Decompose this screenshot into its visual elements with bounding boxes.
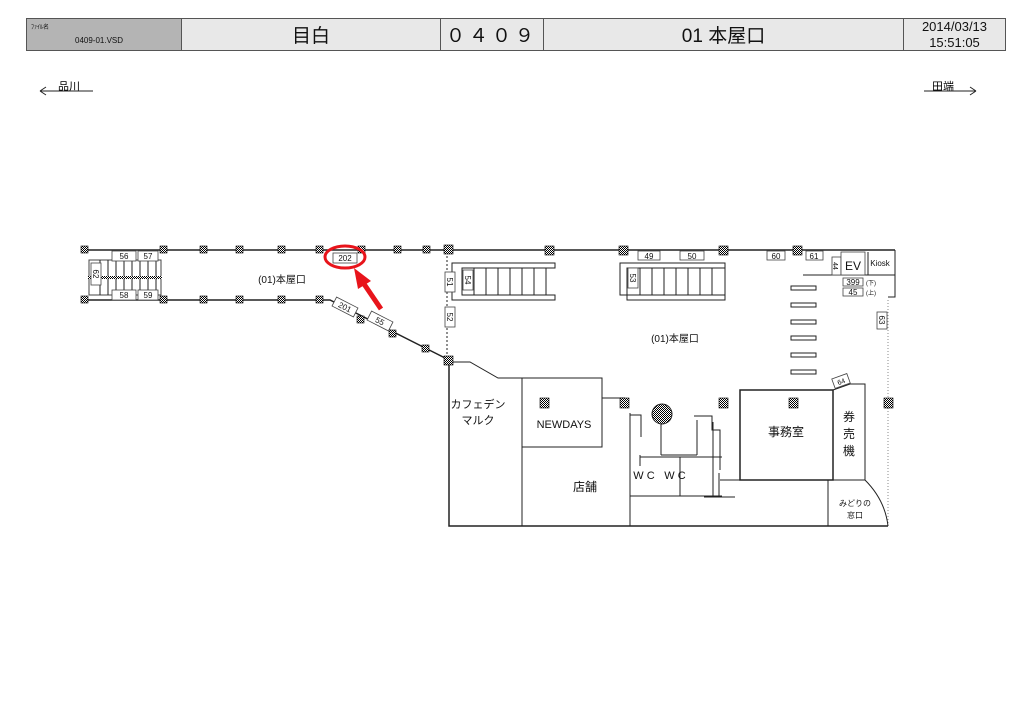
highlight-circle (323, 244, 367, 270)
booth-44: 44 (831, 262, 838, 270)
booth-62: 62 (91, 270, 100, 279)
ev-label: EV (845, 259, 861, 273)
concourse-label-left: (01)本屋口 (258, 273, 306, 286)
ticket-machine-label-2: 売 (843, 426, 855, 441)
wc-label-2: W C (664, 470, 685, 482)
booth-64: 64 (837, 378, 847, 387)
direction-left-label: 品川 (58, 81, 80, 93)
direction-right-label: 田端 (932, 81, 954, 93)
newdays-label: NEWDAYS (537, 419, 592, 431)
booth-60: 60 (772, 252, 781, 261)
ticket-machine-label-1: 券 (843, 409, 855, 424)
kiosk-label: Kiosk (870, 259, 891, 268)
file-cell: ﾌｧｲﾙ名 0409-01.VSD (27, 19, 182, 50)
booth-45: 45 (849, 288, 858, 297)
booth-49: 49 (645, 252, 654, 261)
booth-56: 56 (120, 252, 129, 261)
arrow-right-icon (924, 86, 977, 96)
title-block: ﾌｧｲﾙ名 0409-01.VSD 目白 ０４０９ 01 本屋口 2014/03/… (26, 18, 1006, 51)
highlight-arrow-icon (354, 268, 384, 311)
booth-52: 52 (445, 313, 454, 322)
arrow-left-icon (39, 86, 93, 96)
station-code: ０４０９ (441, 19, 544, 50)
midori-label-1: みどりの (839, 499, 871, 508)
booth-63: 63 (877, 316, 886, 325)
booth-50: 50 (688, 252, 697, 261)
wc-label-1: W C (633, 470, 654, 482)
cafe-label-1: カフェデン (451, 397, 506, 411)
pillars (80, 244, 894, 409)
midori-label-2: 窓口 (847, 510, 863, 520)
booth-61: 61 (810, 252, 819, 261)
booth-58: 58 (120, 291, 129, 300)
down-label: (下) (866, 280, 876, 287)
ticket-machine-label-3: 機 (843, 443, 855, 458)
booth-54: 54 (463, 276, 472, 285)
station-name: 目白 (182, 19, 441, 50)
file-label: ﾌｧｲﾙ名 (31, 25, 50, 31)
booth-57: 57 (144, 252, 153, 261)
booth-202: 202 (338, 254, 352, 263)
up-label: (上) (866, 289, 876, 297)
booth-53: 53 (628, 274, 637, 283)
booth-51: 51 (445, 278, 454, 287)
file-name: 0409-01.VSD (75, 36, 124, 45)
cafe-label-2: マルク (462, 414, 495, 427)
booth-399: 399 (846, 278, 860, 287)
office-label: 事務室 (768, 424, 804, 439)
entrance-name: 01 本屋口 (544, 19, 904, 50)
shop-label: 店舗 (573, 480, 597, 494)
time: 15:51:05 (929, 34, 980, 50)
date: 2014/03/13 (921, 18, 988, 34)
concourse-label-right: (01)本屋口 (651, 332, 699, 345)
booth-59: 59 (144, 291, 153, 300)
